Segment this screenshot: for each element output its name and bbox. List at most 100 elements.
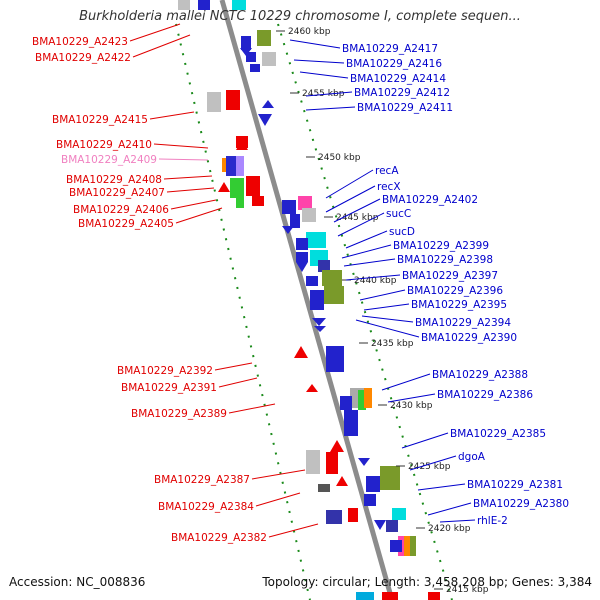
- gene-feature[interactable]: [230, 178, 244, 198]
- right-gene-label[interactable]: BMA10229_A2390: [421, 332, 517, 344]
- right-gene-label[interactable]: BMA10229_A2388: [432, 369, 528, 381]
- gene-feature[interactable]: [344, 410, 358, 436]
- left-gene-label[interactable]: BMA10229_A2382: [171, 532, 267, 544]
- gene-feature[interactable]: [226, 90, 240, 110]
- gene-feature[interactable]: [318, 484, 330, 492]
- gene-feature[interactable]: [262, 52, 276, 66]
- left-gene-label[interactable]: BMA10229_A2392: [117, 365, 213, 377]
- gene-feature[interactable]: [410, 536, 416, 556]
- gene-feature[interactable]: [326, 346, 344, 372]
- right-gene-label[interactable]: BMA10229_A2380: [473, 498, 569, 510]
- left-gene-label[interactable]: BMA10229_A2389: [131, 408, 227, 420]
- gene-arrow[interactable]: [262, 100, 274, 108]
- right-gene-label[interactable]: sucC: [386, 208, 411, 220]
- right-gene-label[interactable]: rhlE-2: [477, 515, 508, 527]
- gene-feature[interactable]: [178, 0, 190, 10]
- gene-feature[interactable]: [306, 232, 326, 248]
- gene-feature[interactable]: [306, 450, 320, 474]
- gene-feature[interactable]: [232, 0, 246, 10]
- right-gene-label[interactable]: BMA10229_A2411: [357, 102, 453, 114]
- gene-feature[interactable]: [390, 540, 402, 552]
- gene-feature[interactable]: [306, 276, 318, 286]
- gene-arrow[interactable]: [240, 48, 252, 56]
- gene-feature[interactable]: [364, 388, 372, 408]
- left-gene-label[interactable]: BMA10229_A2408: [66, 174, 162, 186]
- gene-feature[interactable]: [318, 260, 330, 272]
- gene-feature[interactable]: [326, 452, 338, 474]
- gene-feature[interactable]: [296, 238, 308, 250]
- gene-feature[interactable]: [356, 592, 374, 600]
- gene-feature[interactable]: [246, 176, 260, 196]
- right-gene-label[interactable]: BMA10229_A2381: [467, 479, 563, 491]
- right-gene-label[interactable]: BMA10229_A2416: [346, 58, 442, 70]
- right-gene-label[interactable]: BMA10229_A2397: [402, 270, 498, 282]
- gene-feature[interactable]: [252, 196, 264, 206]
- gene-feature[interactable]: [236, 196, 244, 208]
- right-gene-label[interactable]: BMA10229_A2396: [407, 285, 503, 297]
- gene-arrow[interactable]: [282, 226, 294, 234]
- gene-feature[interactable]: [207, 92, 221, 112]
- left-gene-label[interactable]: BMA10229_A2387: [154, 474, 250, 486]
- gene-feature[interactable]: [326, 510, 342, 524]
- gene-feature[interactable]: [380, 466, 400, 490]
- gene-feature[interactable]: [250, 64, 260, 72]
- gene-feature[interactable]: [392, 508, 406, 520]
- right-gene-label[interactable]: BMA10229_A2394: [415, 317, 511, 329]
- gene-arrow[interactable]: [374, 520, 386, 530]
- gene-feature[interactable]: [246, 52, 256, 62]
- right-gene-label[interactable]: BMA10229_A2417: [342, 43, 438, 55]
- left-gene-label[interactable]: BMA10229_A2391: [121, 382, 217, 394]
- left-gene-label[interactable]: BMA10229_A2409: [61, 154, 157, 166]
- left-gene-label[interactable]: BMA10229_A2407: [69, 187, 165, 199]
- gene-feature[interactable]: [296, 252, 308, 262]
- gene-feature[interactable]: [241, 36, 251, 50]
- left-gene-label[interactable]: BMA10229_A2405: [78, 218, 174, 230]
- gene-arrow[interactable]: [218, 182, 230, 192]
- gene-feature[interactable]: [302, 208, 316, 222]
- left-gene-label[interactable]: BMA10229_A2422: [35, 52, 131, 64]
- gene-feature[interactable]: [340, 396, 352, 410]
- gene-feature[interactable]: [290, 214, 300, 228]
- gene-arrow[interactable]: [306, 384, 318, 392]
- gene-feature[interactable]: [322, 270, 342, 286]
- gene-feature[interactable]: [382, 592, 398, 600]
- gene-feature[interactable]: [222, 158, 226, 172]
- left-gene-label[interactable]: BMA10229_A2410: [56, 139, 152, 151]
- left-gene-label[interactable]: BMA10229_A2384: [158, 501, 254, 513]
- gene-arrow[interactable]: [312, 318, 326, 326]
- left-gene-label[interactable]: BMA10229_A2423: [32, 36, 128, 48]
- right-gene-label[interactable]: BMA10229_A2385: [450, 428, 546, 440]
- right-gene-label[interactable]: BMA10229_A2395: [411, 299, 507, 311]
- gene-arrow[interactable]: [330, 440, 344, 452]
- right-gene-label[interactable]: sucD: [389, 226, 415, 238]
- gene-feature[interactable]: [366, 476, 380, 492]
- gene-feature[interactable]: [198, 0, 210, 10]
- right-gene-label[interactable]: BMA10229_A2386: [437, 389, 533, 401]
- right-gene-label[interactable]: dgoA: [458, 451, 486, 463]
- gene-feature[interactable]: [348, 508, 358, 522]
- gene-feature[interactable]: [324, 286, 344, 304]
- left-gene-label[interactable]: BMA10229_A2415: [52, 114, 148, 126]
- gene-feature[interactable]: [236, 156, 244, 176]
- gene-feature[interactable]: [364, 494, 376, 506]
- gene-arrow[interactable]: [294, 346, 308, 358]
- left-gene-label[interactable]: BMA10229_A2406: [73, 204, 169, 216]
- gene-feature[interactable]: [404, 536, 410, 556]
- right-gene-label[interactable]: recA: [375, 165, 399, 177]
- gene-arrow[interactable]: [314, 326, 326, 332]
- gene-feature[interactable]: [282, 200, 296, 214]
- gene-arrow[interactable]: [258, 114, 272, 126]
- gene-feature[interactable]: [386, 520, 398, 532]
- gene-feature[interactable]: [310, 290, 324, 310]
- gene-arrow[interactable]: [336, 476, 348, 486]
- gene-arrow[interactable]: [236, 140, 248, 150]
- right-gene-label[interactable]: BMA10229_A2398: [397, 254, 493, 266]
- gene-feature[interactable]: [226, 156, 236, 176]
- gene-feature[interactable]: [298, 196, 312, 210]
- right-gene-label[interactable]: BMA10229_A2399: [393, 240, 489, 252]
- gene-feature[interactable]: [257, 30, 271, 46]
- right-gene-label[interactable]: recX: [377, 181, 401, 193]
- right-gene-label[interactable]: BMA10229_A2402: [382, 194, 478, 206]
- right-gene-label[interactable]: BMA10229_A2414: [350, 73, 446, 85]
- gene-arrow[interactable]: [358, 458, 370, 466]
